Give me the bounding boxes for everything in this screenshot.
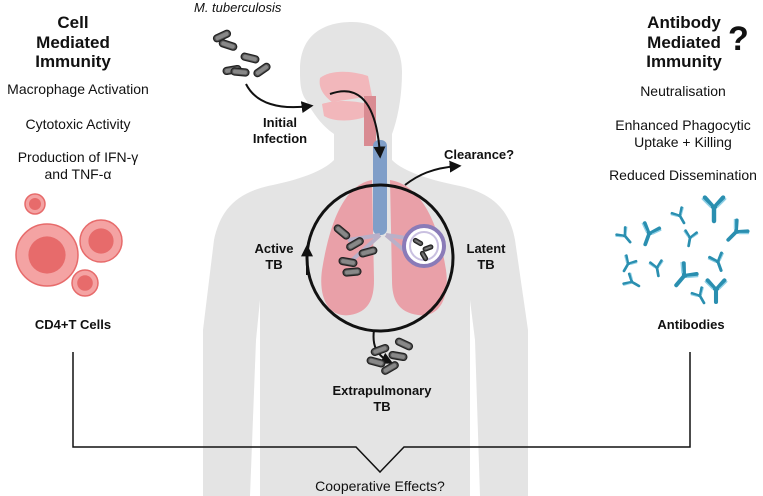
cd4-label: CD4+T Cells [34, 317, 112, 332]
antibodies-group [615, 195, 750, 305]
antibody-icon [726, 218, 750, 242]
bacterium [346, 237, 364, 251]
bacteria-group [212, 29, 434, 375]
title-line: Mediated [647, 32, 721, 52]
cooperative-effects-label: Cooperative Effects? [315, 478, 445, 494]
antibody-icon [704, 278, 728, 305]
left-item: and TNF-α [44, 166, 112, 182]
bacterium [333, 224, 351, 240]
left-item: Cytotoxic Activity [25, 116, 131, 132]
antibody-icon [641, 221, 662, 247]
t-cell [24, 193, 46, 215]
antibody-icon [615, 226, 632, 244]
antibody-icon [622, 272, 641, 288]
clearance-label: Clearance? [444, 147, 515, 162]
t-cells-group [15, 193, 123, 297]
antibody-icon [683, 229, 699, 248]
bacterium [212, 29, 232, 43]
bacterium [366, 356, 386, 368]
t-cell [79, 219, 123, 263]
label-line: TB [265, 256, 283, 272]
antibody-icon [690, 286, 706, 305]
bacterium [381, 361, 399, 375]
organism-label: M. tuberculosis [194, 0, 282, 15]
label-line: TB [477, 256, 495, 272]
arrow-clearance [404, 160, 462, 186]
antibody-icon [670, 206, 686, 225]
label-line: Extrapulmonary [332, 383, 432, 398]
left-item: Production of IFN-γ [17, 149, 139, 165]
antibody-icon [701, 195, 727, 224]
antibody-mediated-title: Antibody Mediated Immunity [634, 13, 734, 72]
initial-infection-label: Initial Infection [240, 115, 320, 146]
cell-mediated-title: Cell Mediated Immunity [18, 13, 128, 72]
title-line: Immunity [35, 52, 111, 72]
bacterium [240, 52, 260, 64]
bacterium [394, 337, 414, 351]
bacterium [388, 350, 408, 362]
bacterium [253, 62, 271, 78]
bacterium [218, 39, 238, 51]
right-item: Uptake + Killing [634, 134, 732, 150]
right-item: Reduced Dissemination [609, 167, 757, 183]
granuloma [402, 224, 446, 268]
label-line: TB [373, 398, 391, 414]
label-line: Initial [263, 115, 297, 130]
bacterium [342, 267, 362, 277]
antibodies-label: Antibodies [657, 317, 725, 332]
right-item: Enhanced Phagocytic [615, 117, 751, 133]
title-line: Antibody [647, 13, 721, 32]
title-line: Cell [57, 13, 89, 32]
antibody-icon [674, 261, 699, 288]
title-line: Immunity [646, 52, 722, 72]
question-mark: ? [728, 20, 749, 58]
active-tb-label: Active TB [250, 241, 298, 272]
right-item: Neutralisation [640, 83, 726, 99]
arrow-to-mouth [245, 83, 314, 114]
bacterium [338, 256, 358, 268]
left-item: Macrophage Activation [7, 81, 149, 97]
extrapulmonary-label: Extrapulmonary TB [322, 383, 442, 414]
bacterium [230, 67, 250, 77]
bacterium [422, 244, 434, 252]
title-line: Mediated [36, 32, 110, 52]
bacterium [419, 250, 429, 262]
arrow-into-airway [329, 90, 386, 159]
bacterium [358, 246, 378, 258]
bacterium [412, 237, 424, 247]
label-line: Active [254, 241, 294, 256]
latent-tb-label: Latent TB [464, 241, 508, 272]
antibody-icon [622, 254, 638, 273]
cooperative-bracket [72, 352, 691, 474]
label-line: Latent [466, 241, 506, 256]
antibody-icon [707, 251, 724, 272]
t-cell [71, 269, 99, 297]
t-cell [15, 223, 79, 287]
antibody-icon [648, 259, 664, 278]
label-line: Infection [252, 130, 308, 146]
